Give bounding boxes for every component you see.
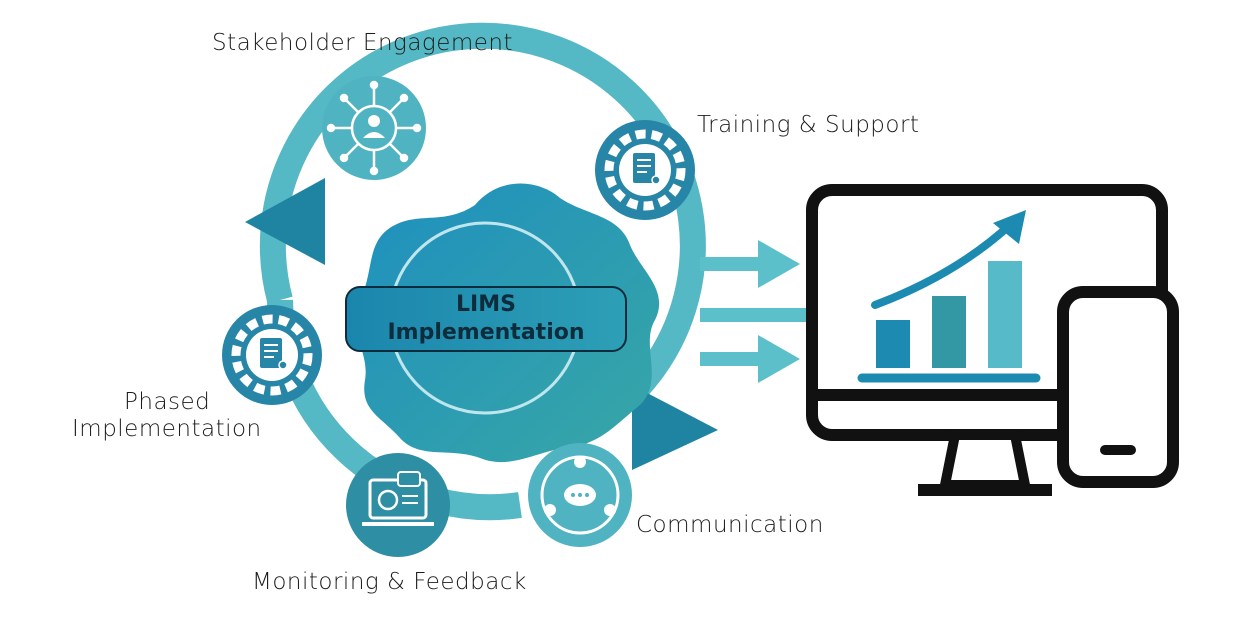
center-title: LIMS Implementation <box>346 287 626 351</box>
cycle-arrow-left <box>245 178 325 265</box>
center-title-line2: Implementation <box>387 320 585 345</box>
center-banner <box>345 286 627 352</box>
label-stakeholder-engagement: Stakeholder Engagement <box>212 30 514 56</box>
growth-bar-2 <box>932 296 966 368</box>
communication-node <box>528 443 632 547</box>
growth-bar-3 <box>988 261 1022 368</box>
center-title-line1: LIMS <box>456 292 516 317</box>
cycle-arrow-right <box>632 385 718 470</box>
label-communication: Communication <box>636 512 824 538</box>
growth-chart-icon <box>857 210 1041 383</box>
training-node <box>595 120 695 220</box>
cycle-ring <box>259 22 706 431</box>
growth-bar-1 <box>876 320 910 368</box>
phased-node <box>222 305 322 405</box>
network-user-icon <box>326 80 422 176</box>
stakeholder-node <box>322 76 426 180</box>
label-training-support: Training & Support <box>697 112 920 138</box>
phone-icon <box>1057 286 1179 488</box>
monitoring-node <box>346 453 450 557</box>
label-phased: Phased <box>124 389 211 415</box>
label-monitoring-feedback: Monitoring & Feedback <box>252 569 527 595</box>
label-implementation: Implementation <box>72 416 262 442</box>
